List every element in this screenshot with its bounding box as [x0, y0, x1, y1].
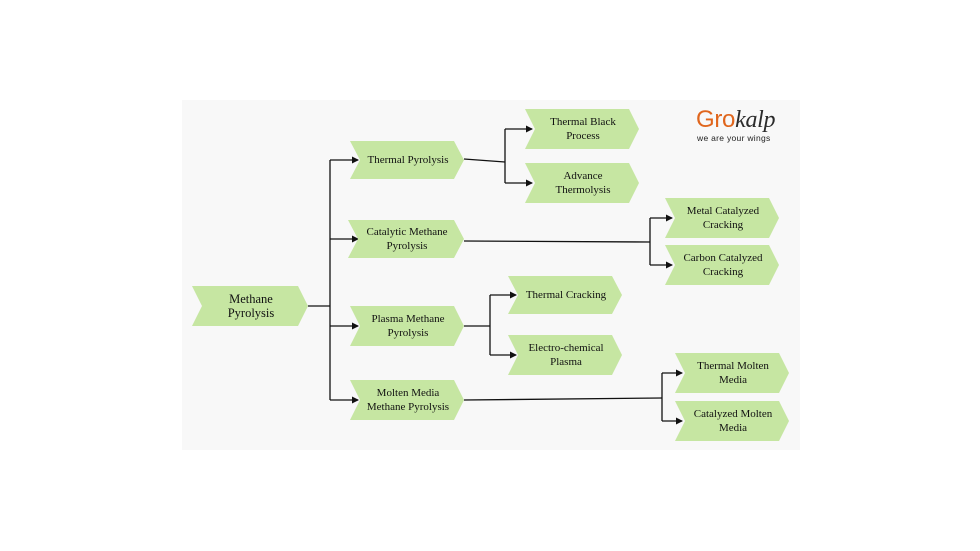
- node-methane-pyrolysis: Methane Pyrolysis: [192, 286, 308, 326]
- node-label-line: Catalyzed Molten: [693, 408, 773, 420]
- node-plasma-methane-pyrolysis: Plasma Methane Pyrolysis: [350, 306, 464, 346]
- node-thermal-cracking: Thermal Cracking: [508, 276, 622, 314]
- node-thermal-black-process: Thermal Black Process: [525, 109, 639, 149]
- node-carbon-catalyzed-cracking: Carbon Catalyzed Cracking: [665, 245, 779, 285]
- node-catalytic-methane-pyrolysis: Catalytic Methane Pyrolysis: [348, 220, 464, 258]
- node-label-line: Pyrolysis: [386, 240, 428, 252]
- connector-molten-out: [463, 397, 663, 401]
- logo-word-part-1: Gro: [696, 106, 736, 133]
- logo-tagline: we are your wings: [697, 133, 771, 143]
- node-advance-thermolysis: Advance Thermolysis: [525, 163, 639, 203]
- node-molten-media-methane-pyrolysis: Molten Media Methane Pyrolysis: [350, 380, 464, 420]
- node-label-line: Plasma Methane: [371, 313, 445, 325]
- node-label-line: Thermal Black: [550, 116, 616, 128]
- connector-thermal-out: [463, 158, 506, 163]
- node-label-line: Cracking: [702, 266, 744, 278]
- node-label-line: Plasma: [550, 356, 582, 368]
- node-label-line: Methane Pyrolysis: [227, 292, 275, 320]
- node-metal-catalyzed-cracking: Metal Catalyzed Cracking: [665, 198, 779, 238]
- node-label-line: Media: [718, 374, 748, 386]
- node-label-line: Process: [566, 130, 600, 142]
- node-label-line: Thermal Molten: [697, 360, 769, 372]
- connector-catalytic-out: [463, 240, 651, 243]
- node-thermal-pyrolysis: Thermal Pyrolysis: [350, 141, 464, 179]
- node-label-line: Electro-chemical: [528, 342, 604, 354]
- node-label-line: Pyrolysis: [387, 327, 429, 339]
- grokalp-logo: Grokalp we are your wings: [696, 106, 806, 146]
- node-label-line: Advance: [563, 170, 603, 182]
- node-label-line: Metal Catalyzed: [686, 205, 760, 217]
- node-label-line: Methane Pyrolysis: [366, 401, 450, 413]
- node-thermal-molten-media: Thermal Molten Media: [675, 353, 789, 393]
- node-catalyzed-molten-media: Catalyzed Molten Media: [675, 401, 789, 441]
- node-label-line: Media: [718, 422, 748, 434]
- logo-word-part-2: kalp: [735, 107, 776, 133]
- node-label-line: Thermal Cracking: [525, 289, 607, 301]
- logo-wordmark: Grokalp: [696, 106, 776, 134]
- node-label-line: Cracking: [702, 219, 744, 231]
- node-label-line: Molten Media: [376, 387, 440, 399]
- node-label-line: Catalytic Methane: [366, 226, 448, 238]
- node-label-line: Thermolysis: [555, 184, 611, 196]
- node-electro-chemical-plasma: Electro-chemical Plasma: [508, 335, 622, 375]
- node-label-line: Carbon Catalyzed: [683, 252, 763, 264]
- node-label-line: Thermal Pyrolysis: [367, 154, 449, 166]
